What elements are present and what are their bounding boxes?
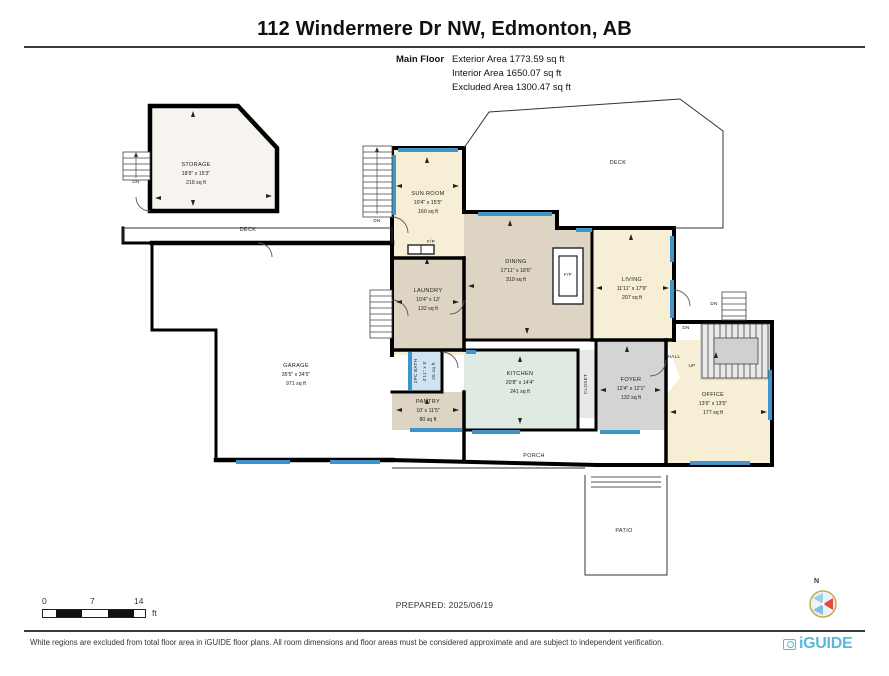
compass-icon <box>809 590 837 618</box>
label-storage-dim: 18'9" x 15'3" <box>182 171 211 177</box>
room-shape-pantry <box>392 392 464 430</box>
label-living-area: 207 sq ft <box>622 295 642 301</box>
doors-group <box>135 196 691 377</box>
interior-area: Interior Area 1650.07 sq ft <box>452 68 562 79</box>
compass-north-label: N <box>814 578 820 585</box>
footer-disclaimer: White regions are excluded from total fl… <box>30 638 664 647</box>
label-garage-name: GARAGE <box>283 363 309 369</box>
wall-main-bottom <box>389 457 599 468</box>
label-kitchen-name: KITCHEN <box>507 371 534 377</box>
label-foyer-name: FOYER <box>621 377 642 383</box>
wall-storage <box>147 103 280 214</box>
label-bath-area: 25 sq ft <box>431 362 436 380</box>
label-dining-area: 319 sq ft <box>506 277 526 283</box>
stairs-storage <box>122 151 151 181</box>
dimension-arrows <box>155 111 767 424</box>
stairs-left <box>362 145 393 218</box>
label-foyer-area: 132 sq ft <box>621 395 641 401</box>
stairs-laundry-side <box>369 289 393 339</box>
deck-left-outline <box>123 227 393 243</box>
patio-outline <box>584 475 668 576</box>
label-bath-name: 2PC BATH <box>413 359 418 384</box>
label-office-area: 177 sq ft <box>703 410 723 416</box>
label-garage-dim: 35'5" x 34'5" <box>282 372 311 378</box>
label-office-dim: 13'6" x 13'5" <box>699 401 728 407</box>
label-deck-top: DECK <box>610 160 627 166</box>
label-garage-area: 971 sq ft <box>286 381 306 387</box>
label-patio: PATIO <box>615 528 632 534</box>
room-shape-kitchen <box>464 350 578 430</box>
label-sunroom-area: 160 sq ft <box>418 209 438 215</box>
patio-steps <box>591 476 661 488</box>
room-labels: STORAGE 18'9" x 15'3" 218 sq ft SUN ROOM… <box>181 162 727 423</box>
stairs-dn-right <box>721 291 747 321</box>
stairs-main-right <box>701 323 769 379</box>
area-summary: Main Floor Exterior Area 1773.59 sq ft I… <box>396 53 571 95</box>
label-dining-dim: 17'11" x 18'6" <box>501 268 532 274</box>
footer-divider <box>24 630 865 632</box>
label-kitchen-dim: 20'8" x 14'4" <box>506 380 535 386</box>
room-shape-closet <box>578 350 596 418</box>
scale-segment-2 <box>108 610 134 617</box>
label-bath-dim: 4'11" x 5' <box>422 360 427 381</box>
label-living-name: LIVING <box>622 277 642 283</box>
iguide-logo: iGUIDE <box>783 635 853 652</box>
label-sunroom-name: SUN ROOM <box>411 191 444 197</box>
label-pantry-dim: 10' x 11'5" <box>416 408 439 414</box>
scale-mid: 7 <box>90 596 95 606</box>
floor-plan-drawing: STORAGE 18'9" x 15'3" 218 sq ft SUN ROOM… <box>121 98 774 576</box>
label-dn-storage: DN <box>132 179 139 184</box>
label-laundry-area: 132 sq ft <box>418 306 438 312</box>
label-laundry-name: LAUNDRY <box>414 288 443 294</box>
room-shape-storage <box>150 106 277 211</box>
label-dining-name: DINING <box>505 259 526 265</box>
label-closet: CLOSET <box>583 374 588 394</box>
scale-segment-1 <box>56 610 82 617</box>
misc-labels: DECK DECK PORCH PATIO HALL UP DN DN DN D… <box>132 160 717 534</box>
iguide-logo-text: iGUIDE <box>799 635 853 652</box>
label-dn-stairs-left: DN <box>373 218 380 223</box>
label-fp-sunroom: F/P <box>427 239 435 244</box>
room-shape-laundry <box>392 258 464 350</box>
label-hall: HALL <box>668 354 681 359</box>
room-shape-garage <box>152 243 392 460</box>
label-porch: PORCH <box>523 453 544 459</box>
label-deck-left: DECK <box>240 227 257 233</box>
prepared-date: PREPARED: 2025/06/19 <box>395 600 494 610</box>
label-sunroom-dim: 10'4" x 15'5" <box>414 200 443 206</box>
label-office-name: OFFICE <box>702 392 724 398</box>
fireplace-sunroom <box>407 244 435 255</box>
exterior-area: Exterior Area 1773.59 sq ft <box>452 54 565 65</box>
label-up: UP <box>689 363 696 368</box>
label-storage-name: STORAGE <box>181 162 210 168</box>
room-shape-bath <box>408 350 442 392</box>
label-dn-right-inner: DN <box>682 325 689 330</box>
label-fp-dining: F/P <box>564 272 572 277</box>
label-kitchen-area: 241 sq ft <box>510 389 530 395</box>
label-laundry-dim: 10'4" x 13' <box>416 297 440 303</box>
windows-group <box>236 148 772 465</box>
label-pantry-name: PANTRY <box>416 399 440 405</box>
scale-end: 14 <box>134 596 144 606</box>
room-shape-dining <box>464 212 592 340</box>
label-storage-area: 218 sq ft <box>186 180 206 186</box>
excluded-area: Excluded Area 1300.47 sq ft <box>452 82 571 93</box>
deck-top-outline <box>463 98 724 229</box>
label-foyer-dim: 12'4" x 12'1" <box>617 386 646 392</box>
camera-icon <box>783 638 796 650</box>
scale-bar: 0 7 14 ft <box>42 596 157 618</box>
fireplace-dining <box>552 247 584 305</box>
scale-start: 0 <box>42 596 47 606</box>
label-pantry-area: 80 sq ft <box>419 417 437 423</box>
compass-rose: N <box>805 578 841 622</box>
label-dn-right-outer: DN <box>710 301 717 306</box>
scale-unit: ft <box>152 608 157 618</box>
header-divider <box>24 46 865 48</box>
label-living-dim: 11'11" x 17'9" <box>617 286 648 292</box>
room-shape-living <box>592 228 674 340</box>
page-title: 112 Windermere Dr NW, Edmonton, AB <box>257 18 632 40</box>
floor-label: Main Floor <box>396 54 445 65</box>
room-shape-foyer <box>596 340 666 430</box>
